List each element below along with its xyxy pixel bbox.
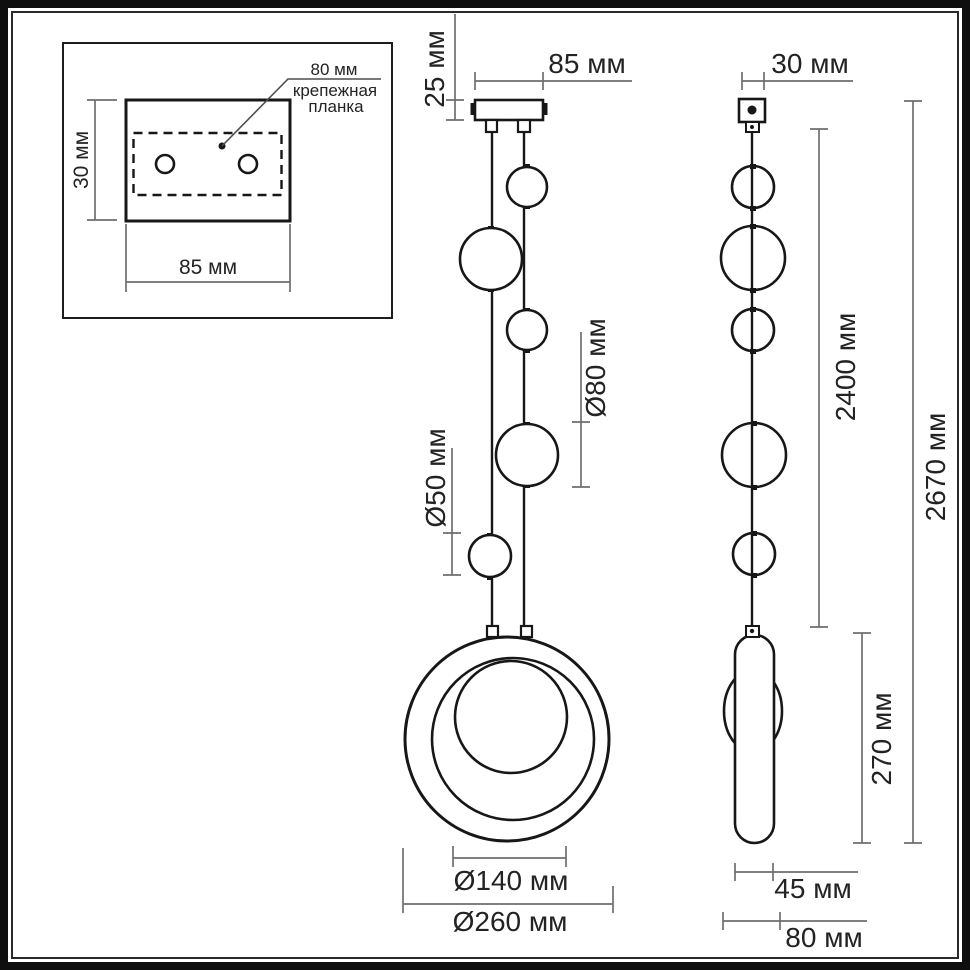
ring-hanger-right [519, 624, 534, 639]
plate-width-label: 85 мм [179, 256, 237, 279]
side-hanger-dot [749, 628, 755, 634]
small-sphere-label: Ø50 мм [420, 428, 451, 527]
sphere-50-dimension: Ø50 мм [420, 428, 461, 576]
canopy-width-label: 85 мм [548, 48, 625, 79]
ring-width-label: 45 мм [774, 873, 851, 904]
pendant-side-view: 30 мм 2400 мм 2670 мм 270 мм [719, 48, 951, 953]
ring-hanger-left [485, 624, 500, 639]
front-sphere-small-1 [505, 165, 549, 209]
side-sphere-small-3 [731, 531, 777, 577]
hole-spacing-label: 80 мм [310, 60, 357, 79]
total-height-dimension: 2670 мм [904, 100, 951, 844]
inset-border [62, 42, 393, 319]
ring-ball [453, 659, 569, 775]
sphere-80-dimension: Ø80 мм [572, 318, 611, 488]
ring-height-dimension: 270 мм [853, 632, 897, 844]
side-ring-capsule [733, 633, 776, 845]
cable-length-label: 2400 мм [830, 313, 861, 422]
large-sphere-label: Ø80 мм [580, 318, 611, 417]
screw-hole-right [237, 153, 259, 175]
side-sphere-small-1 [730, 164, 776, 210]
inner-ball-diameter-label: Ø140 мм [454, 865, 569, 896]
front-sphere-large-2 [494, 422, 560, 488]
ring-depth-dimension: 80 мм [722, 912, 867, 953]
side-ring [722, 625, 784, 845]
canopy-screw-left [470, 103, 476, 115]
side-canopy-width-dimension: 30 мм [741, 48, 853, 90]
canopy-screw-right [542, 103, 548, 115]
front-canopy-width-dimension: 85 мм [474, 48, 632, 90]
mounting-plate-outline [124, 98, 292, 223]
side-sphere-large-2 [720, 421, 788, 489]
ring-height-label: 270 мм [866, 693, 897, 786]
front-sphere-large-1 [458, 226, 524, 292]
total-height-label: 2670 мм [920, 413, 951, 522]
inner-ball-diameter-dimension: Ø140 мм [452, 846, 569, 896]
inset-width-dimension: 85 мм [125, 224, 291, 292]
canopy-height-label: 25 мм [419, 30, 450, 107]
side-canopy-screw [747, 105, 757, 115]
side-sphere-small-2 [730, 307, 776, 353]
bracket-label-line2: планка [308, 97, 364, 116]
front-cord-grip-right [516, 118, 532, 134]
leader-line [221, 78, 381, 147]
side-sphere-large-1 [719, 224, 787, 292]
pendant-front-view: 25 мм 85 мм Ø80 мм Ø50 мм [402, 14, 632, 937]
plate-height-label: 30 мм [70, 131, 93, 189]
screw-hole-left [154, 153, 176, 175]
ring-diameter-dimension: Ø260 мм [402, 848, 614, 937]
side-grip-dot [750, 125, 754, 129]
bracket-label-line1: крепежная [293, 81, 377, 100]
ring-depth-label: 80 мм [785, 922, 862, 953]
ring-width-dimension: 45 мм [734, 863, 858, 904]
front-canopy [473, 98, 545, 122]
inset-height-dimension: 30 мм [70, 99, 117, 221]
ring-diameter-label: Ø260 мм [453, 906, 568, 937]
cable-length-dimension: 2400 мм [810, 128, 861, 628]
front-canopy-height-dimension: 25 мм [419, 14, 464, 121]
front-spheres [458, 164, 560, 580]
side-canopy-width-label: 30 мм [771, 48, 848, 79]
front-sphere-small-3 [467, 533, 513, 579]
front-ring [403, 624, 611, 843]
mounting-plate-inset: 80 мм крепежная планка 30 мм 85 мм [62, 42, 393, 319]
front-cord-grip-left [484, 118, 499, 134]
side-spheres [719, 164, 788, 578]
front-sphere-small-2 [505, 308, 549, 352]
